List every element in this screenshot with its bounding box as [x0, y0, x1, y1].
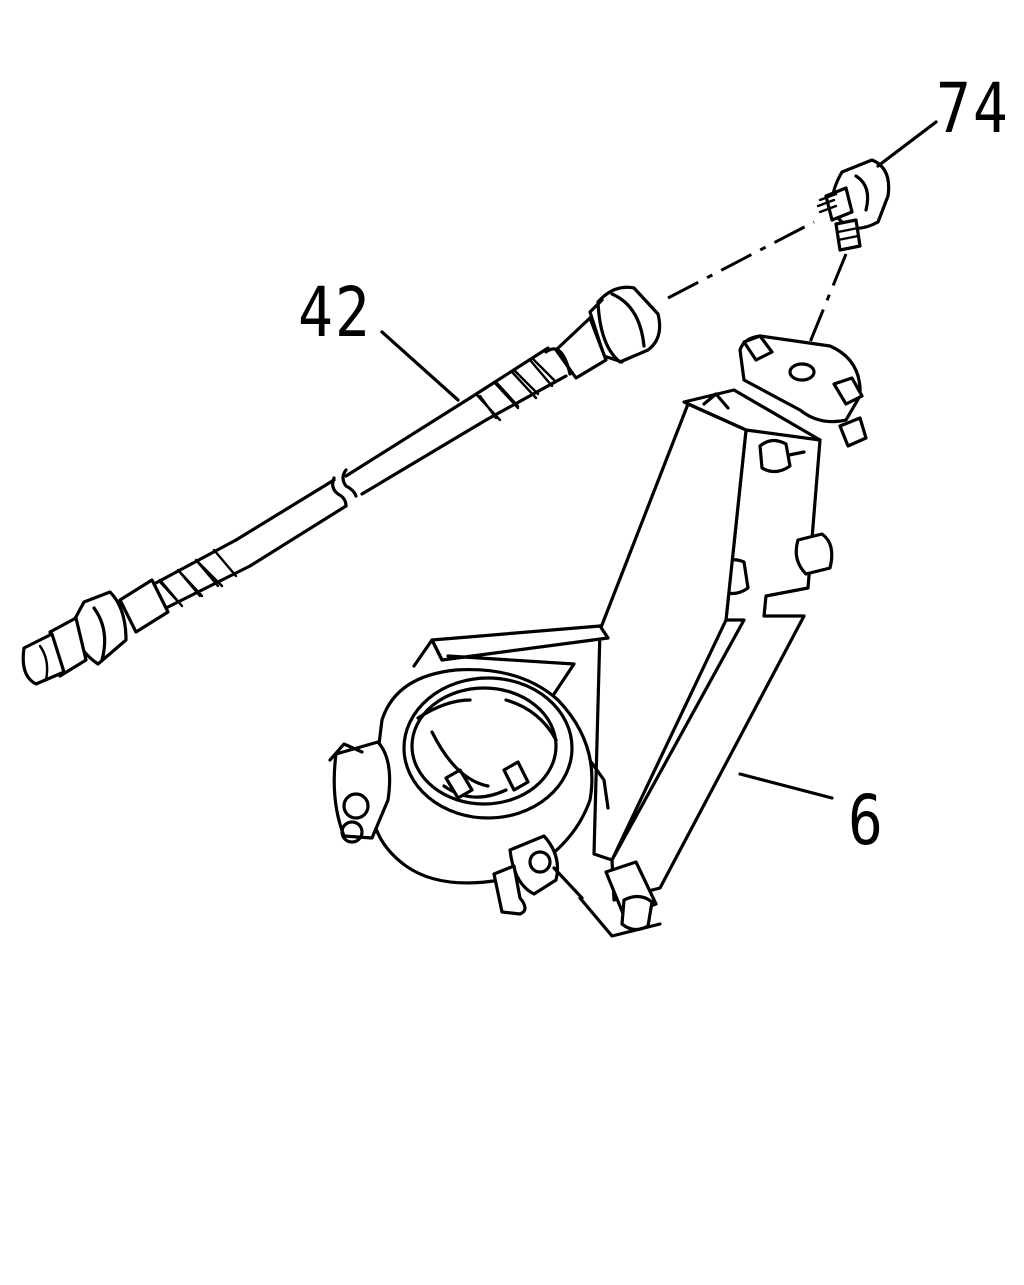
bracket-assembly-6[interactable] — [328, 334, 868, 938]
leader-line-42 — [380, 330, 460, 402]
part-number-42: 42 — [298, 272, 372, 353]
fitting-center-line — [804, 253, 848, 353]
leader-line-6 — [738, 772, 834, 800]
braided-hose-42[interactable] — [21, 285, 662, 686]
hose-center-line — [667, 220, 815, 300]
part-number-74: 74 — [936, 68, 1010, 149]
leader-line-74 — [876, 120, 938, 168]
elbow-fitting-74[interactable] — [816, 158, 891, 252]
part-number-6: 6 — [848, 780, 885, 861]
